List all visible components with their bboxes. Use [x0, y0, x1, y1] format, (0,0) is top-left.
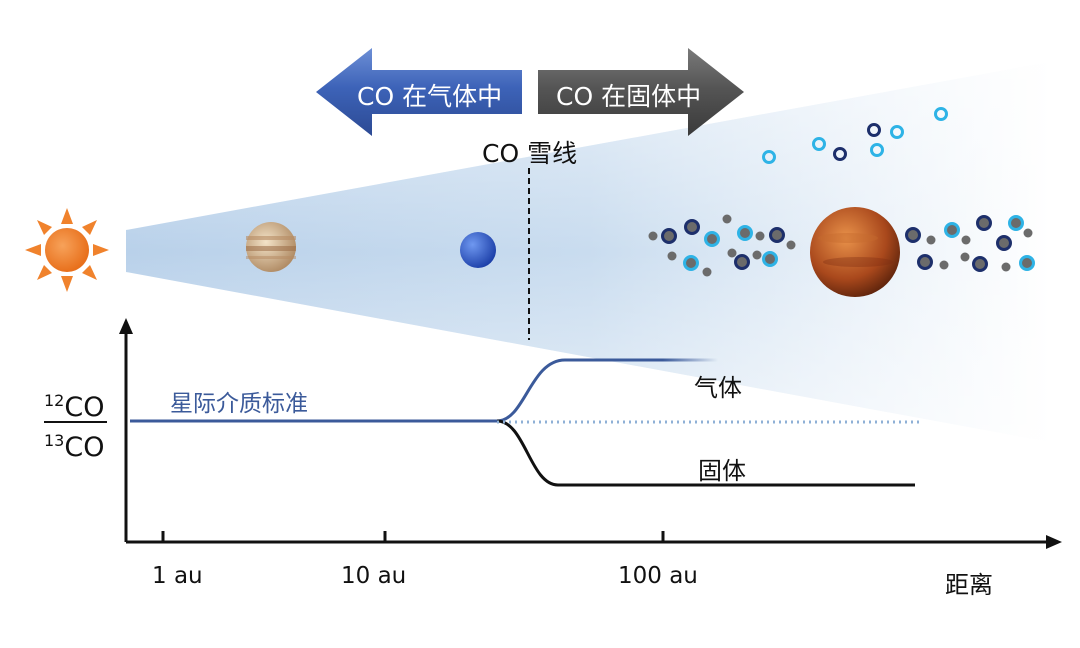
- dust-grain: [702, 267, 712, 277]
- ice-coated-grain: [1008, 215, 1024, 231]
- dust-grain: [926, 235, 936, 245]
- ism-label: 星际介质标准: [170, 391, 308, 417]
- ice-coated-grain: [972, 256, 988, 272]
- ratio-numerator: 12CO: [44, 386, 104, 423]
- ice-coated-grain: [661, 228, 677, 244]
- ice-coated-grain: [684, 219, 700, 235]
- gas-arrow-label: CO 在气体中: [357, 82, 503, 111]
- dust-grain: [755, 231, 765, 241]
- dust-grain: [1001, 262, 1011, 272]
- solid-label: 固体: [698, 457, 746, 485]
- y-axis-arrowhead: [119, 318, 133, 334]
- dust-grain: [667, 251, 677, 261]
- ice-coated-grain: [917, 254, 933, 270]
- ice-ring: [812, 137, 826, 151]
- solid-ratio-curve: [496, 419, 915, 487]
- dust-and-ice-grains: [648, 107, 1035, 277]
- ice-coated-grain: [762, 251, 778, 267]
- solid-arrow: [538, 48, 744, 136]
- neptune-icon: [460, 232, 496, 268]
- ice-coated-grain: [976, 215, 992, 231]
- dust-grain: [961, 235, 971, 245]
- dust-grain: [960, 252, 970, 262]
- ice-coated-grain: [996, 235, 1012, 251]
- x-axis-label: 距离: [945, 571, 993, 599]
- dust-grain: [752, 250, 762, 260]
- dust-grain: [1023, 228, 1033, 238]
- dust-grain: [939, 260, 949, 270]
- ice-coated-grain: [734, 254, 750, 270]
- ice-coated-grain: [704, 231, 720, 247]
- gas-ratio-curve: [496, 358, 718, 423]
- hot-planet-icon: [810, 207, 900, 297]
- dust-grain: [727, 248, 737, 258]
- ice-coated-grain: [737, 225, 753, 241]
- numerator-species: CO: [64, 392, 105, 423]
- ice-ring: [890, 125, 904, 139]
- ice-ring: [867, 123, 881, 137]
- x-axis-arrowhead: [1046, 535, 1062, 549]
- dust-grain: [648, 231, 658, 241]
- dust-grain: [722, 214, 732, 224]
- denominator-species: CO: [64, 432, 105, 463]
- snowline-label: CO 雪线: [482, 139, 578, 168]
- solid-arrow-label: CO 在固体中: [556, 82, 702, 111]
- ice-coated-grain: [769, 227, 785, 243]
- ice-coated-grain: [944, 222, 960, 238]
- ice-coated-grain: [683, 255, 699, 271]
- numerator-mass: 12: [44, 391, 65, 410]
- ice-coated-grain: [905, 227, 921, 243]
- ice-coated-grain: [1019, 255, 1035, 271]
- gas-arrow: [316, 48, 522, 136]
- tick-label-1au: 1 au: [152, 563, 203, 589]
- sun-icon: [25, 208, 109, 292]
- denominator-mass: 13: [44, 431, 65, 450]
- jupiter-icon: [246, 222, 296, 272]
- tick-label-10au: 10 au: [341, 563, 407, 589]
- gas-label: 气体: [694, 374, 742, 402]
- ratio-denominator: 13CO: [44, 426, 104, 463]
- ice-ring: [833, 147, 847, 161]
- dust-grain: [786, 240, 796, 250]
- ice-ring: [762, 150, 776, 164]
- tick-label-100au: 100 au: [618, 563, 698, 589]
- ice-ring: [934, 107, 948, 121]
- ice-ring: [870, 143, 884, 157]
- disk-vertical-fade: [126, 62, 1050, 442]
